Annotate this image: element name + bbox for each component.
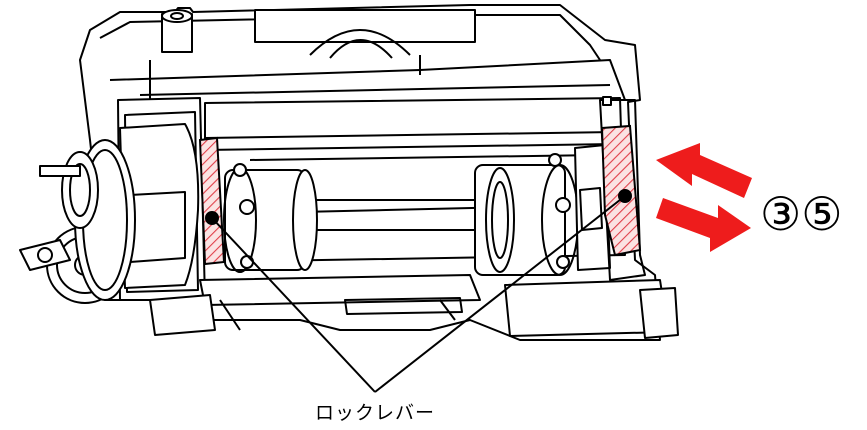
pull-arrow-icon [656,198,751,252]
lock-lever-left [198,136,226,266]
callout-leaders [205,189,632,393]
push-arrow-icon [656,143,752,198]
lock-lever-label: ロックレバー [314,402,435,424]
step-numbers: ③⑤ [760,187,843,241]
mechanism-body [19,4,679,341]
